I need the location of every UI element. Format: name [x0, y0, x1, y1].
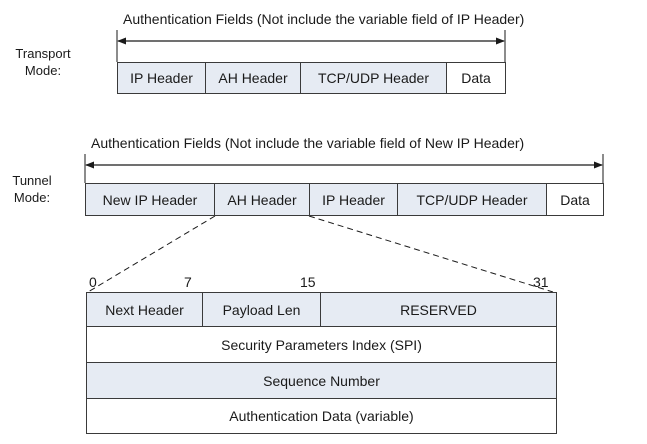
ah-next-header-field: Next Header: [86, 292, 203, 327]
ah-sequence-number-field: Sequence Number: [86, 362, 557, 399]
tunnel-mode-label: Tunnel Mode:: [12, 173, 52, 205]
ah-spi-field: Security Parameters Index (SPI): [86, 326, 557, 363]
tunnel-ip-header-field: IP Header: [309, 183, 398, 216]
tunnel-tcp-udp-header-field: TCP/UDP Header: [397, 183, 547, 216]
transport-data-field: Data: [446, 62, 506, 94]
tunnel-auth-label: Authentication Fields (Not include the v…: [91, 135, 525, 151]
ah-reserved-field: RESERVED: [320, 292, 557, 327]
ah-authentication-data-field: Authentication Data (variable): [86, 398, 557, 434]
expansion-line-right: [308, 215, 554, 293]
tunnel-ah-header-field: AH Header: [214, 183, 310, 216]
transport-auth-label: Authentication Fields (Not include the v…: [123, 11, 525, 27]
bit-label-15: 15: [300, 274, 316, 290]
tunnel-new-ip-header-field: New IP Header: [85, 183, 215, 216]
transport-ah-header-field: AH Header: [205, 62, 301, 94]
bit-label-7: 7: [184, 274, 192, 290]
tunnel-data-field: Data: [546, 183, 604, 216]
bit-label-0: 0: [89, 274, 97, 290]
transport-tcp-udp-header-field: TCP/UDP Header: [300, 62, 447, 94]
ah-payload-len-field: Payload Len: [202, 292, 321, 327]
expansion-line-left: [87, 215, 216, 293]
transport-ip-header-field: IP Header: [117, 62, 206, 94]
bit-label-31: 31: [533, 274, 549, 290]
transport-mode-label: Transport Mode:: [15, 46, 71, 78]
